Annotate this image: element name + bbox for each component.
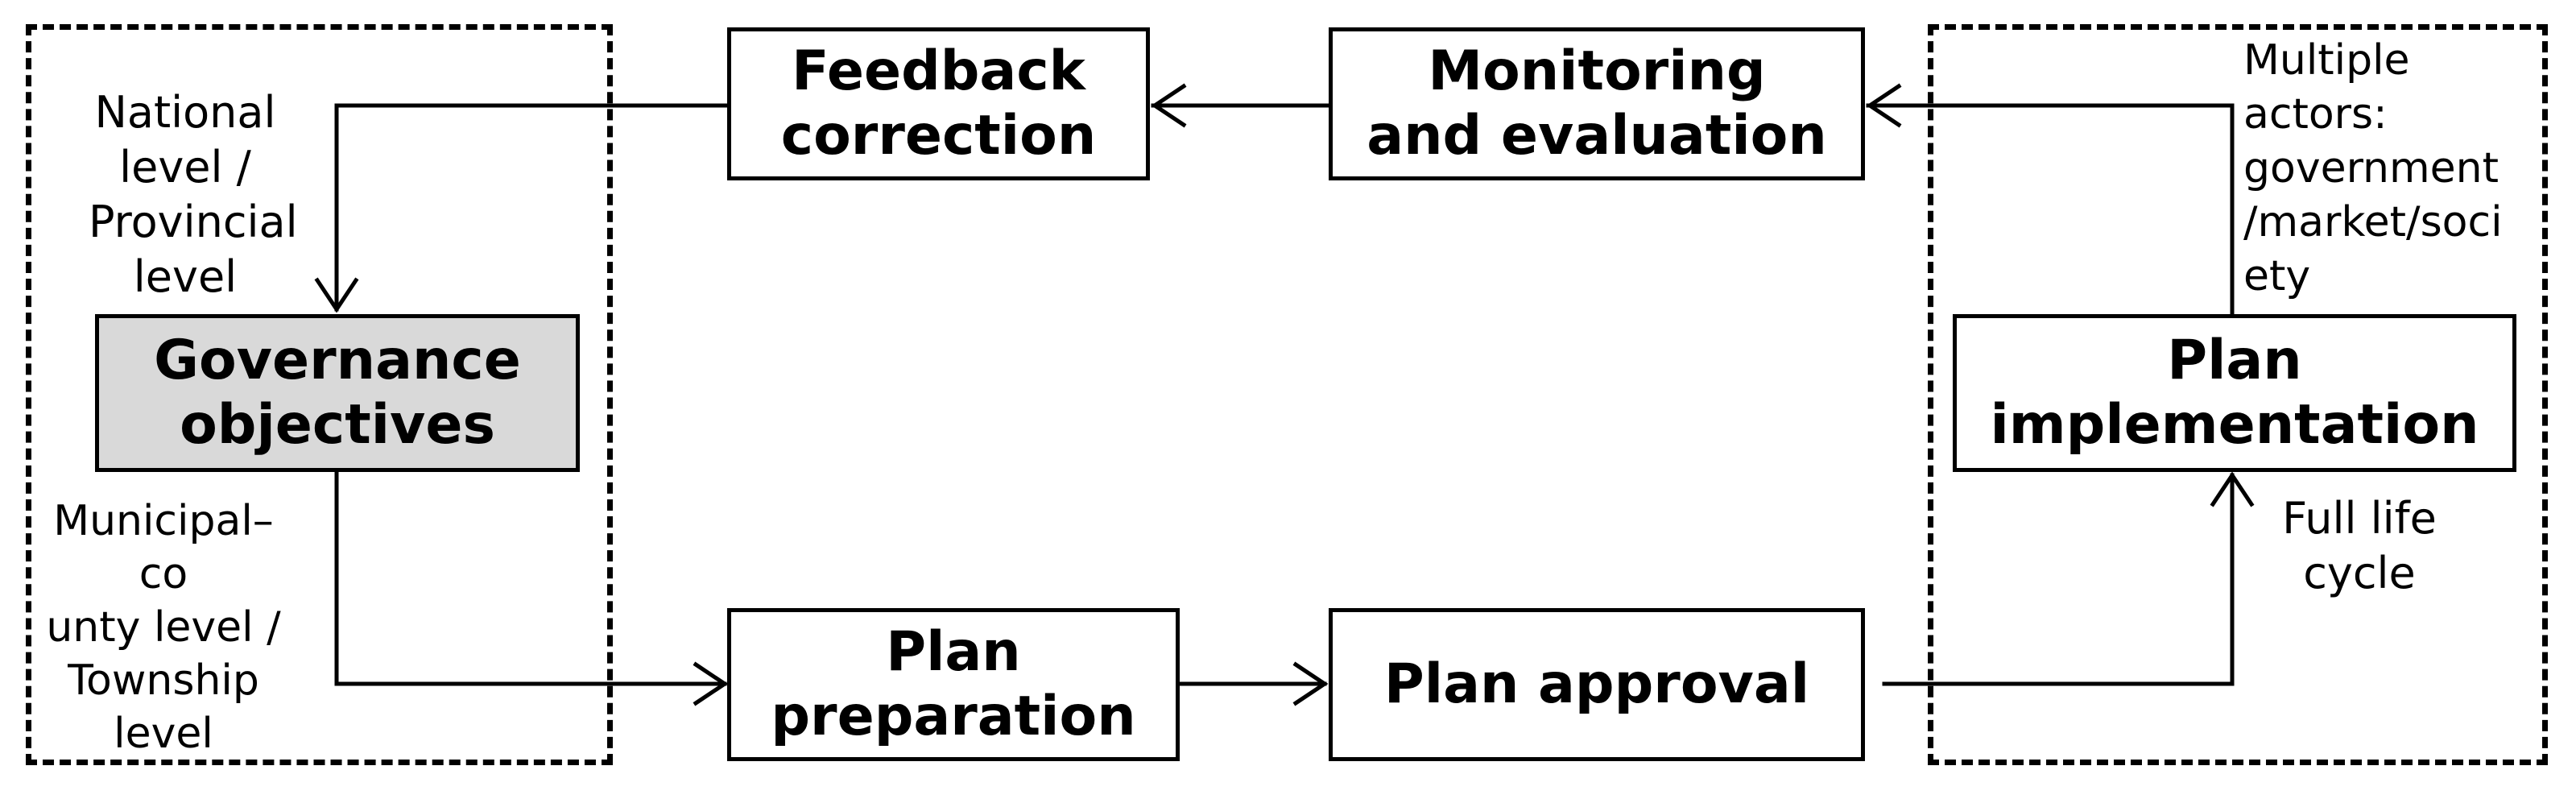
national-provincial-level-label: National level / Provincial level [89, 87, 298, 302]
feedback-correction-label: Feedback correction [780, 39, 1097, 168]
multiple-actors-label: Multiple actors: government /market/soci… [2243, 36, 2503, 300]
full-life-cycle-label: Full life cycle [2282, 493, 2437, 598]
right-group-frame [1928, 24, 2548, 765]
plan-preparation-box: Plan preparation [727, 608, 1180, 761]
plan-approval-label: Plan approval [1383, 652, 1810, 716]
plan-approval-box: Plan approval [1329, 608, 1865, 761]
plan-implementation-box: Plan implementation [1953, 314, 2516, 472]
monitoring-evaluation-label: Monitoring and evaluation [1367, 39, 1827, 168]
governance-objectives-box: Governance objectives [95, 314, 580, 472]
monitoring-evaluation-box: Monitoring and evaluation [1329, 27, 1865, 180]
governance-objectives-label: Governance objectives [154, 329, 521, 457]
plan-implementation-label: Plan implementation [1990, 329, 2479, 457]
arrow-feedback-to-governance [334, 103, 730, 312]
feedback-correction-box: Feedback correction [727, 27, 1150, 180]
municipal-township-level-label: Municipal–co unty level / Township level [46, 497, 281, 758]
plan-preparation-label: Plan preparation [771, 620, 1136, 748]
arrow-governance-to-preparation [334, 467, 727, 686]
left-group-frame [26, 24, 613, 765]
arrow-implementation-to-monitoring [1866, 103, 2235, 317]
arrow-approval-to-implementation [1882, 473, 2235, 686]
